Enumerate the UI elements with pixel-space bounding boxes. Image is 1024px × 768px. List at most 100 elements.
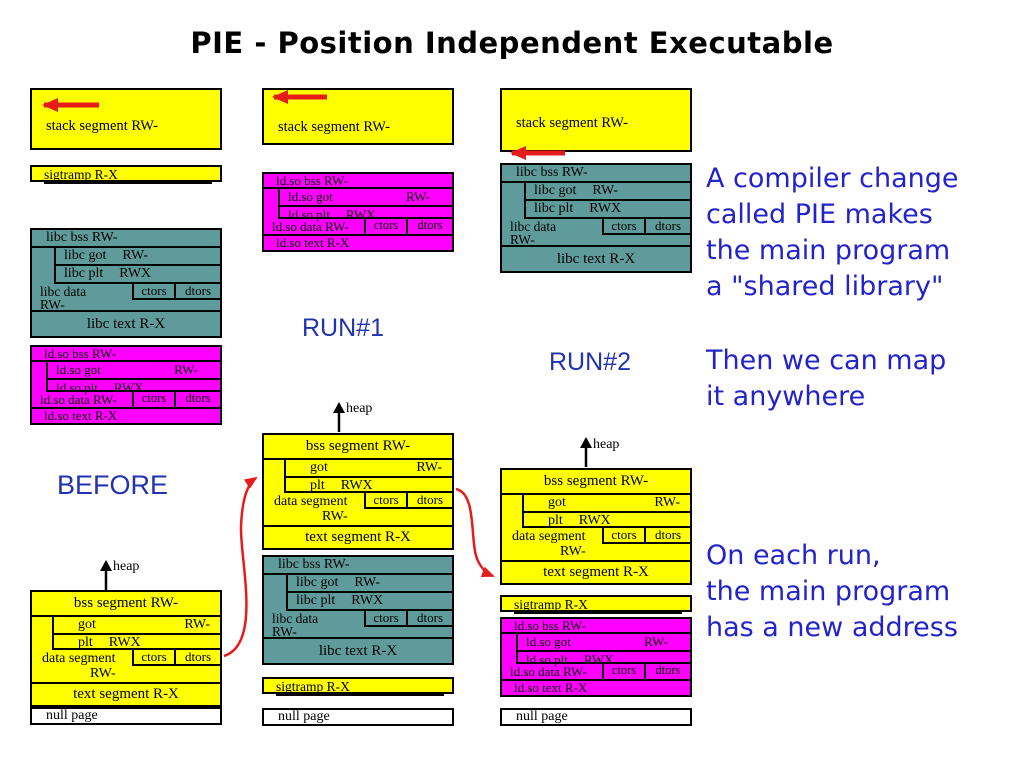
libc-data-label: libc data <box>272 611 319 626</box>
map-arrow-before-to-run1 <box>223 476 258 658</box>
indent-spacer <box>502 495 522 528</box>
libc-bss-row: libc bss RW- <box>264 557 452 575</box>
dtors-cell: dtors <box>655 663 681 677</box>
before-label: BEFORE <box>57 470 169 500</box>
libc-got-perm: RW- <box>122 248 149 263</box>
indent-spacer <box>264 575 286 611</box>
libc-data-label: libc data <box>510 219 557 234</box>
prog-text-label: text segment R-X <box>305 529 411 545</box>
nullpage-label: null page <box>278 709 330 724</box>
dtors-cell: dtors <box>176 650 220 666</box>
indent-spacer <box>502 183 524 219</box>
ldso-got-label: ld.so got <box>56 362 101 377</box>
prog-data-label: data segment <box>42 651 116 666</box>
ldso-got-label: ld.so got <box>288 189 333 204</box>
prog-got-perm: RW- <box>654 495 680 510</box>
stack-box-before: stack segment RW- <box>30 88 222 150</box>
note-line: called PIE makes <box>706 199 933 230</box>
ctors-cell: ctors <box>602 219 646 235</box>
libc-got-label: libc got <box>534 183 577 198</box>
sigtramp-label: sigtramp R-X <box>276 680 444 696</box>
sigtramp-box-run2: sigtramp R-X <box>500 595 692 614</box>
libc-plt-perm: RWX <box>589 201 622 216</box>
ldso-text-label: ld.so text R-X <box>44 408 118 423</box>
ldso-text-row: ld.so text R-X <box>502 679 690 695</box>
prog-got-label: got <box>78 617 96 632</box>
ldso-bss-row: ld.so bss RW- <box>264 172 452 189</box>
libc-bss-row: libc bss RW- <box>502 165 690 183</box>
stack-label: stack segment RW- <box>278 119 390 135</box>
libc-got-perm: RW- <box>354 575 381 590</box>
stack-label: stack segment RW- <box>516 115 628 131</box>
libc-data-perm: RW- <box>510 232 535 247</box>
ldso-data-label: ld.so data RW- <box>40 391 117 407</box>
ldso-plt-label: ld.so plt <box>288 207 330 222</box>
dtors-cell: dtors <box>408 611 452 627</box>
slide-title: PIE - Position Independent Executable <box>190 26 834 60</box>
ldso-text-label: ld.so text R-X <box>514 680 588 695</box>
ldso-bss-label: ld.so bss RW- <box>276 172 348 188</box>
libc-text-label: libc text R-X <box>318 642 398 659</box>
ldso-plt-label: ld.so plt <box>56 380 98 395</box>
note-compiler-change: A compiler change called PIE makes the m… <box>706 161 959 305</box>
indent-spacer <box>502 634 516 664</box>
libc-bss-label: libc bss RW- <box>46 230 118 245</box>
ldso-got-perm: RW- <box>406 189 430 204</box>
map-arrow-run1-to-run2 <box>455 487 495 578</box>
ctors-cell: ctors <box>602 528 646 544</box>
ldso-data-label: ld.so data RW- <box>510 663 587 679</box>
ctors-cell: ctors <box>364 493 408 509</box>
prog-text-row: text segment R-X <box>32 682 220 705</box>
dtors-cell: dtors <box>408 493 452 509</box>
dtors-cell: dtors <box>176 284 220 300</box>
prog-text-row: text segment R-X <box>264 525 452 548</box>
ctors-cell: ctors <box>364 219 408 234</box>
nullpage-box-before: null page <box>30 707 222 725</box>
stack-box-run1: stack segment RW- <box>262 88 454 145</box>
libc-text-label: libc text R-X <box>86 315 166 332</box>
note-line: Then we can map <box>706 345 947 376</box>
libc-got-label: libc got <box>64 248 107 263</box>
libc-plt-perm: RWX <box>119 266 152 281</box>
nullpage-label: null page <box>46 708 98 723</box>
prog-bss-label: bss segment RW- <box>73 595 179 611</box>
indent-spacer <box>32 248 54 284</box>
libc-data-perm: RW- <box>40 297 65 312</box>
libc-text-row: libc text R-X <box>32 310 220 336</box>
dtors-cell: dtors <box>185 391 211 405</box>
sigtramp-label: sigtramp R-X <box>44 168 212 184</box>
prog-bss-row: bss segment RW- <box>502 470 690 495</box>
prog-text-row: text segment R-X <box>502 560 690 583</box>
ldso-data-label: ld.so data RW- <box>272 218 349 234</box>
libc-got-row: libc got RW- <box>56 248 220 266</box>
note-line: A compiler change <box>706 163 959 194</box>
